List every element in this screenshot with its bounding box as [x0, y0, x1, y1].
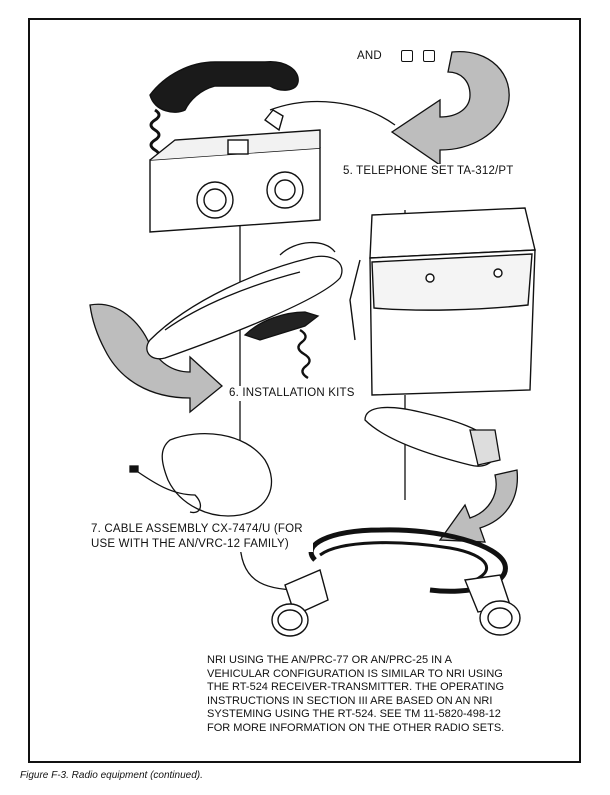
carrying-bag-drawing — [349, 207, 536, 396]
figure-caption: Figure F-3. Radio equipment (continued). — [20, 770, 203, 781]
small-handset — [243, 311, 320, 341]
handset — [149, 61, 299, 113]
connector-left — [271, 569, 329, 637]
cable-assembly-drawing — [271, 527, 521, 637]
telephone-set-drawing — [149, 61, 321, 233]
item-label-installation-kits: 6. INSTALLATION KITS — [229, 386, 355, 401]
arrow-top-right — [390, 51, 510, 167]
arrow-right-lower — [438, 469, 519, 543]
item-label-telephone-set: 5. TELEPHONE SET TA-312/PT — [343, 164, 514, 179]
square-symbol — [423, 50, 435, 62]
telephone-body — [149, 147, 321, 233]
and-label: AND — [357, 50, 382, 62]
connector-right — [464, 574, 521, 636]
square-symbol — [401, 50, 413, 62]
right-pouch-drawing — [364, 406, 501, 467]
installation-kit-drawing — [146, 241, 343, 380]
figure-frame — [28, 18, 581, 763]
leader-line-telephone — [269, 101, 396, 126]
item-label-cable-assembly: 7. CABLE ASSEMBLY CX-7474/U (FOR USE WIT… — [91, 522, 313, 552]
drawstring-bag-drawing — [129, 432, 273, 517]
note-text: NRI USING THE AN/PRC-77 OR AN/PRC-25 IN … — [207, 654, 507, 736]
